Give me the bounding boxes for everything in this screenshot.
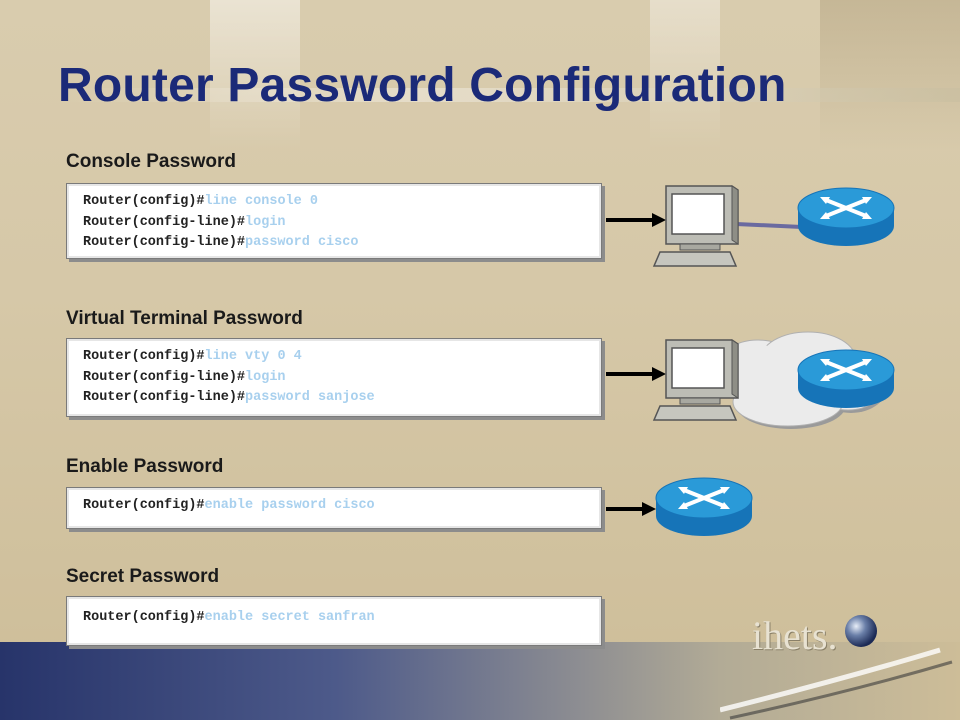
footer-band bbox=[0, 642, 960, 720]
secret-password-code-box: Router(config)#enable secret sanfran bbox=[66, 596, 602, 646]
code-prompt: Router(config)# bbox=[83, 349, 205, 364]
code-prompt: Router(config-line)# bbox=[83, 235, 246, 250]
code-line: Router(config-line)#login bbox=[83, 368, 601, 389]
console-password-code-box: Router(config)#line console 0 Router(con… bbox=[66, 183, 602, 259]
code-prompt: Router(config)# bbox=[83, 610, 205, 625]
code-command: login bbox=[245, 214, 286, 230]
code-prompt: Router(config)# bbox=[83, 194, 205, 209]
code-command: line console 0 bbox=[204, 194, 318, 209]
logo-sphere-icon bbox=[845, 615, 877, 647]
enable-password-label: Enable Password bbox=[66, 456, 224, 477]
code-line: Router(config-line)#password cisco bbox=[83, 233, 601, 254]
vty-password-label: Virtual Terminal Password bbox=[66, 308, 303, 329]
slide-title: Router Password Configuration bbox=[58, 59, 787, 112]
logo-swoosh bbox=[720, 647, 953, 720]
code-command: enable password cisco bbox=[204, 498, 375, 513]
code-prompt: Router(config-line)# bbox=[83, 390, 246, 405]
ihets-logo: ihets. bbox=[752, 613, 838, 658]
code-line: Router(config)#enable secret sanfran bbox=[83, 608, 601, 629]
router-icon bbox=[655, 477, 753, 536]
code-line: Router(config)#enable password cisco bbox=[83, 496, 601, 517]
code-line: Router(config-line)#password sanjose bbox=[83, 388, 601, 409]
code-command: password cisco bbox=[245, 235, 359, 250]
arrow-icon bbox=[606, 502, 656, 516]
code-line: Router(config)#line vty 0 4 bbox=[83, 347, 601, 368]
code-command: line vty 0 4 bbox=[204, 349, 302, 364]
background-highlight bbox=[820, 0, 960, 150]
code-prompt: Router(config)# bbox=[83, 498, 205, 513]
computer-icon bbox=[652, 339, 739, 421]
computer-icon bbox=[652, 185, 739, 267]
router-icon bbox=[797, 187, 895, 246]
code-prompt: Router(config-line)# bbox=[83, 369, 246, 385]
code-command: password sanjose bbox=[245, 390, 375, 405]
router-icon bbox=[797, 349, 895, 408]
code-command: login bbox=[245, 369, 286, 385]
code-line: Router(config)#line console 0 bbox=[83, 192, 601, 213]
code-command: enable secret sanfran bbox=[204, 610, 375, 625]
arrow-icon bbox=[606, 213, 666, 227]
vty-password-code-box: Router(config)#line vty 0 4 Router(confi… bbox=[66, 338, 602, 417]
console-cable-icon bbox=[736, 222, 803, 229]
secret-password-label: Secret Password bbox=[66, 566, 220, 587]
code-line: Router(config-line)#login bbox=[83, 213, 601, 234]
arrow-icon bbox=[606, 367, 666, 381]
title-underline bbox=[60, 88, 960, 102]
enable-password-code-box: Router(config)#enable password cisco bbox=[66, 487, 602, 529]
console-password-label: Console Password bbox=[66, 151, 236, 172]
code-prompt: Router(config-line)# bbox=[83, 214, 246, 230]
